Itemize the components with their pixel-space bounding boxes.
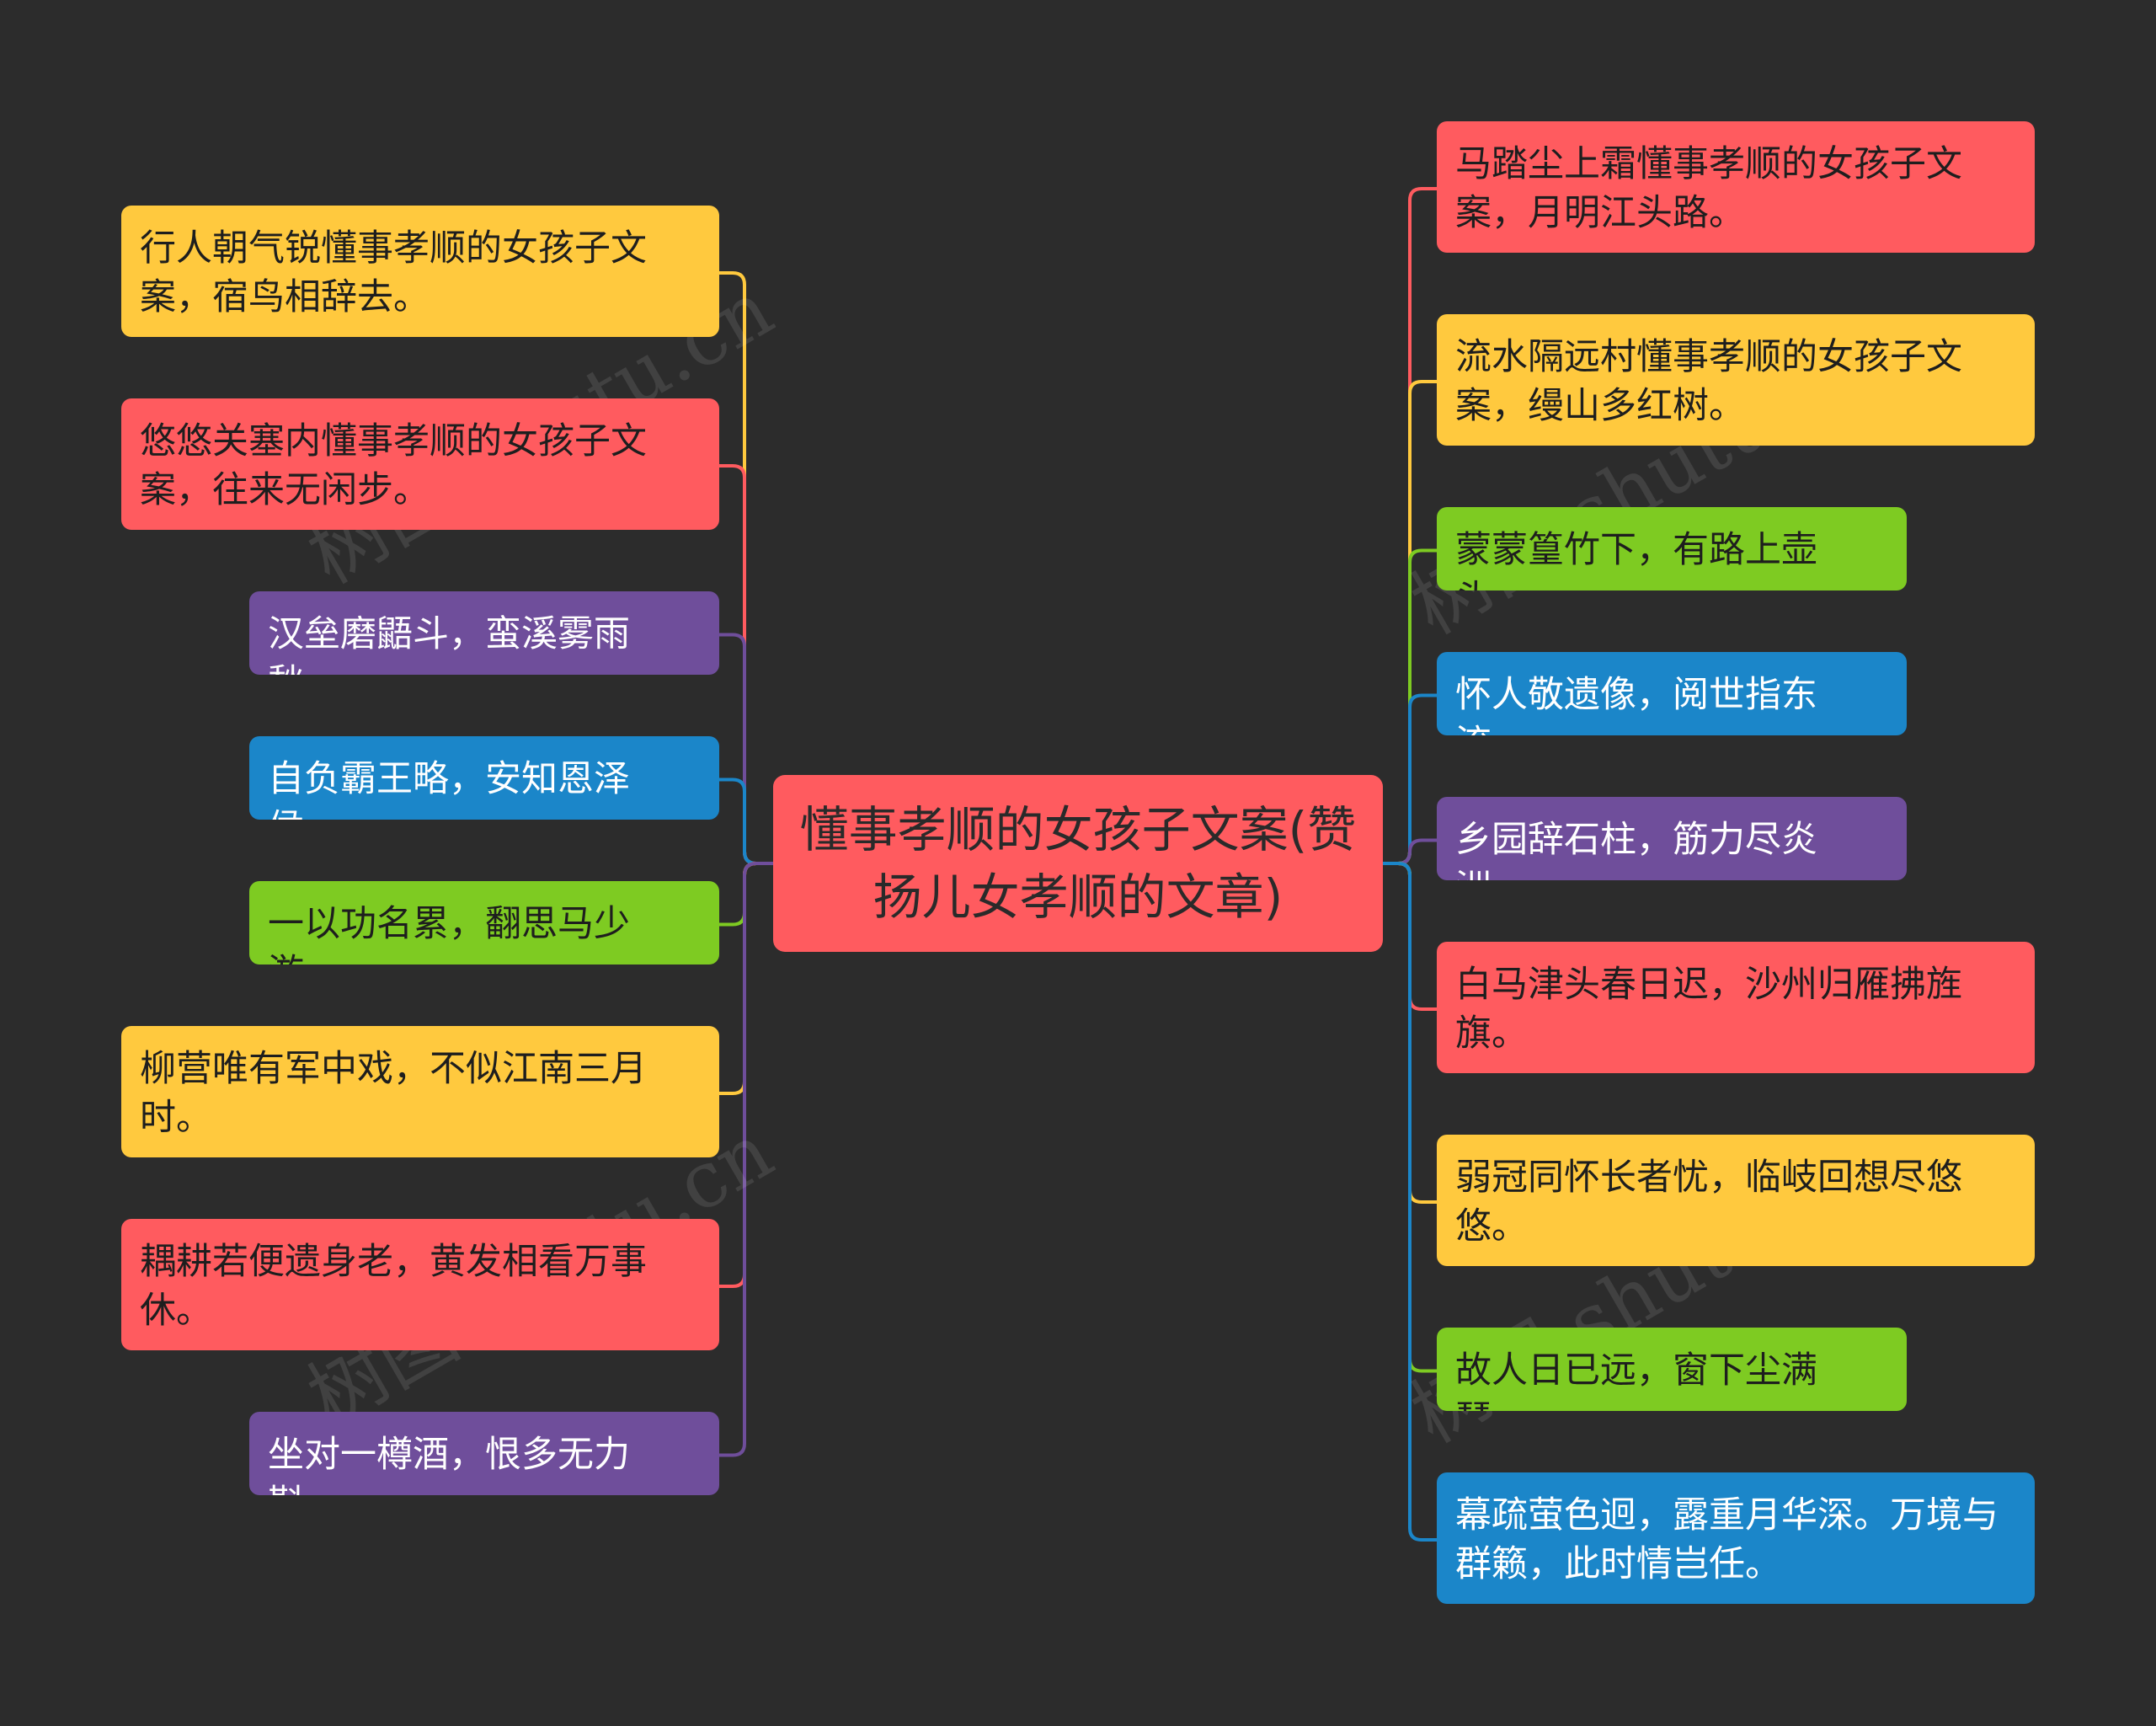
left-topic-1[interactable]: 行人朝气锐懂事孝顺的女孩子文案，宿鸟相辞去。	[121, 206, 719, 337]
connector-right-4	[1381, 693, 1438, 865]
connector-left-8	[718, 862, 775, 1457]
right-topic-4[interactable]: 怀人敬遗像，阅世指东流。	[1437, 652, 1907, 735]
right-topic-7[interactable]: 弱冠同怀长者忧，临岐回想尽悠悠。	[1437, 1135, 2035, 1266]
right-topic-2[interactable]: 流水隔远村懂事孝顺的女孩子文案，缦山多红树。	[1437, 314, 2035, 446]
right-topic-5[interactable]: 乡园辞石柱，筋力尽炎洲。	[1437, 797, 1907, 880]
left-topic-8[interactable]: 坐对一樽酒，恨多无力斟。	[249, 1412, 719, 1495]
right-topic-3[interactable]: 蒙蒙篁竹下，有路上壶头。	[1437, 507, 1907, 590]
left-topic-3[interactable]: 汉垒磨鼯斗，蛮溪雾雨愁。	[249, 591, 719, 675]
left-topic-6[interactable]: 柳营唯有军中戏，不似江南三月时。	[121, 1026, 719, 1157]
left-topic-2[interactable]: 悠悠关塞内懂事孝顺的女孩子文案，往来无闲步。	[121, 398, 719, 530]
connector-right-9	[1381, 862, 1438, 1542]
connector-left-4	[718, 778, 775, 865]
right-topic-9[interactable]: 幕疏萤色迥，露重月华深。万境与群籁，此时情岂任。	[1437, 1472, 2035, 1604]
left-topic-7[interactable]: 耦耕若便遗身老，黄发相看万事休。	[121, 1219, 719, 1350]
right-topic-1[interactable]: 马踏尘上霜懂事孝顺的女孩子文案，月明江头路。	[1437, 121, 2035, 253]
right-topic-6[interactable]: 白马津头春日迟，沙州归雁拂旌旗。	[1437, 942, 2035, 1073]
left-topic-4[interactable]: 自负霸王略，安知恩泽侯。	[249, 736, 719, 820]
left-topic-5[interactable]: 一以功名累，翻思马少游。	[249, 881, 719, 965]
right-topic-8[interactable]: 故人日已远，窗下尘满琴。	[1437, 1328, 1907, 1411]
central-topic[interactable]: 懂事孝顺的女孩子文案(赞扬儿女孝顺的文章)	[773, 775, 1383, 952]
